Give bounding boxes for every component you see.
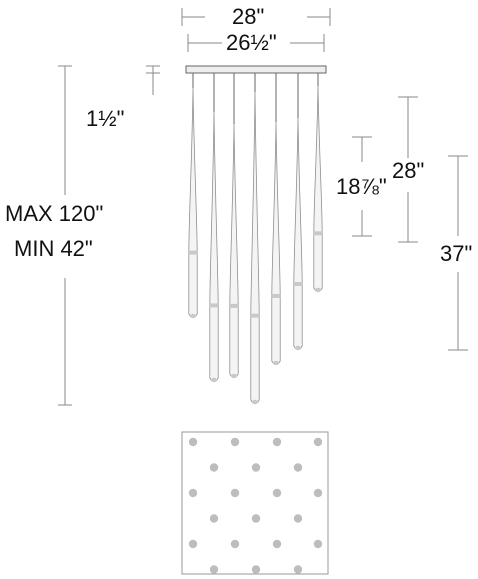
pendant-glass	[188, 87, 198, 318]
canopy-height-dimension	[146, 65, 160, 95]
canopy-hole	[313, 539, 323, 549]
long-pendant-label: 37"	[440, 241, 473, 266]
overall-min-label: MIN 42"	[14, 236, 93, 261]
pendant-tip	[314, 287, 322, 293]
canopy-height-label: 1½"	[86, 106, 125, 131]
canopy-hole	[251, 565, 261, 574]
pendant-tip	[251, 399, 259, 405]
pendant-tip	[189, 313, 197, 319]
pendant-glass	[250, 91, 260, 404]
canopy-hole	[209, 463, 219, 472]
pendant-glass	[209, 111, 219, 382]
canopy-hole	[272, 539, 282, 549]
canopy-hole	[188, 437, 198, 447]
medium-pendant-dimension	[398, 96, 418, 243]
canopy-hole	[209, 565, 219, 574]
canopy-hole	[272, 488, 282, 498]
pendant-glass	[313, 85, 323, 292]
canopy-width-dimension	[181, 8, 331, 52]
pendant-tip	[210, 377, 218, 383]
canopy-hole	[188, 488, 198, 498]
pendant-band	[313, 231, 323, 236]
canopy-hole	[251, 514, 261, 523]
canopy-hole	[188, 539, 198, 549]
pendant-group	[188, 73, 323, 405]
canopy-hole	[209, 514, 219, 523]
pendant-glass	[271, 121, 281, 365]
pendant-glass	[293, 117, 303, 350]
canopy-side-view	[185, 65, 327, 74]
canopy-hole	[230, 437, 240, 447]
overall-max-label: MAX 120"	[5, 201, 104, 226]
long-pendant-dimension	[448, 155, 468, 351]
overall-height-dimension	[58, 65, 72, 406]
pendant-glass	[229, 123, 239, 378]
canopy-hole	[293, 463, 303, 472]
medium-pendant-label: 28"	[392, 158, 425, 183]
pendant-tip	[230, 373, 238, 379]
canopy-hole	[230, 488, 240, 498]
canopy-hole-pattern	[188, 437, 323, 574]
canopy-bottom-view	[181, 431, 329, 575]
pendant-tip	[294, 345, 302, 351]
pendant-band	[209, 303, 219, 308]
canopy-hole	[293, 565, 303, 574]
canopy-hole	[313, 437, 323, 447]
short-pendant-dimension	[352, 136, 372, 237]
canopy-inner-width-label: 26½"	[226, 30, 277, 55]
pendant-band	[271, 293, 281, 298]
canopy-width-label: 28"	[232, 4, 265, 29]
pendant-band	[229, 303, 239, 308]
pendant-tip	[272, 360, 280, 366]
pendant-band	[293, 282, 303, 287]
canopy-hole	[272, 437, 282, 447]
canopy-hole	[230, 539, 240, 549]
canopy-hole	[313, 488, 323, 498]
canopy-hole	[293, 514, 303, 523]
pendant-band	[188, 250, 198, 255]
canopy-hole	[251, 463, 261, 472]
short-pendant-label: 18⅞"	[336, 174, 387, 199]
pendant-band	[250, 313, 260, 318]
